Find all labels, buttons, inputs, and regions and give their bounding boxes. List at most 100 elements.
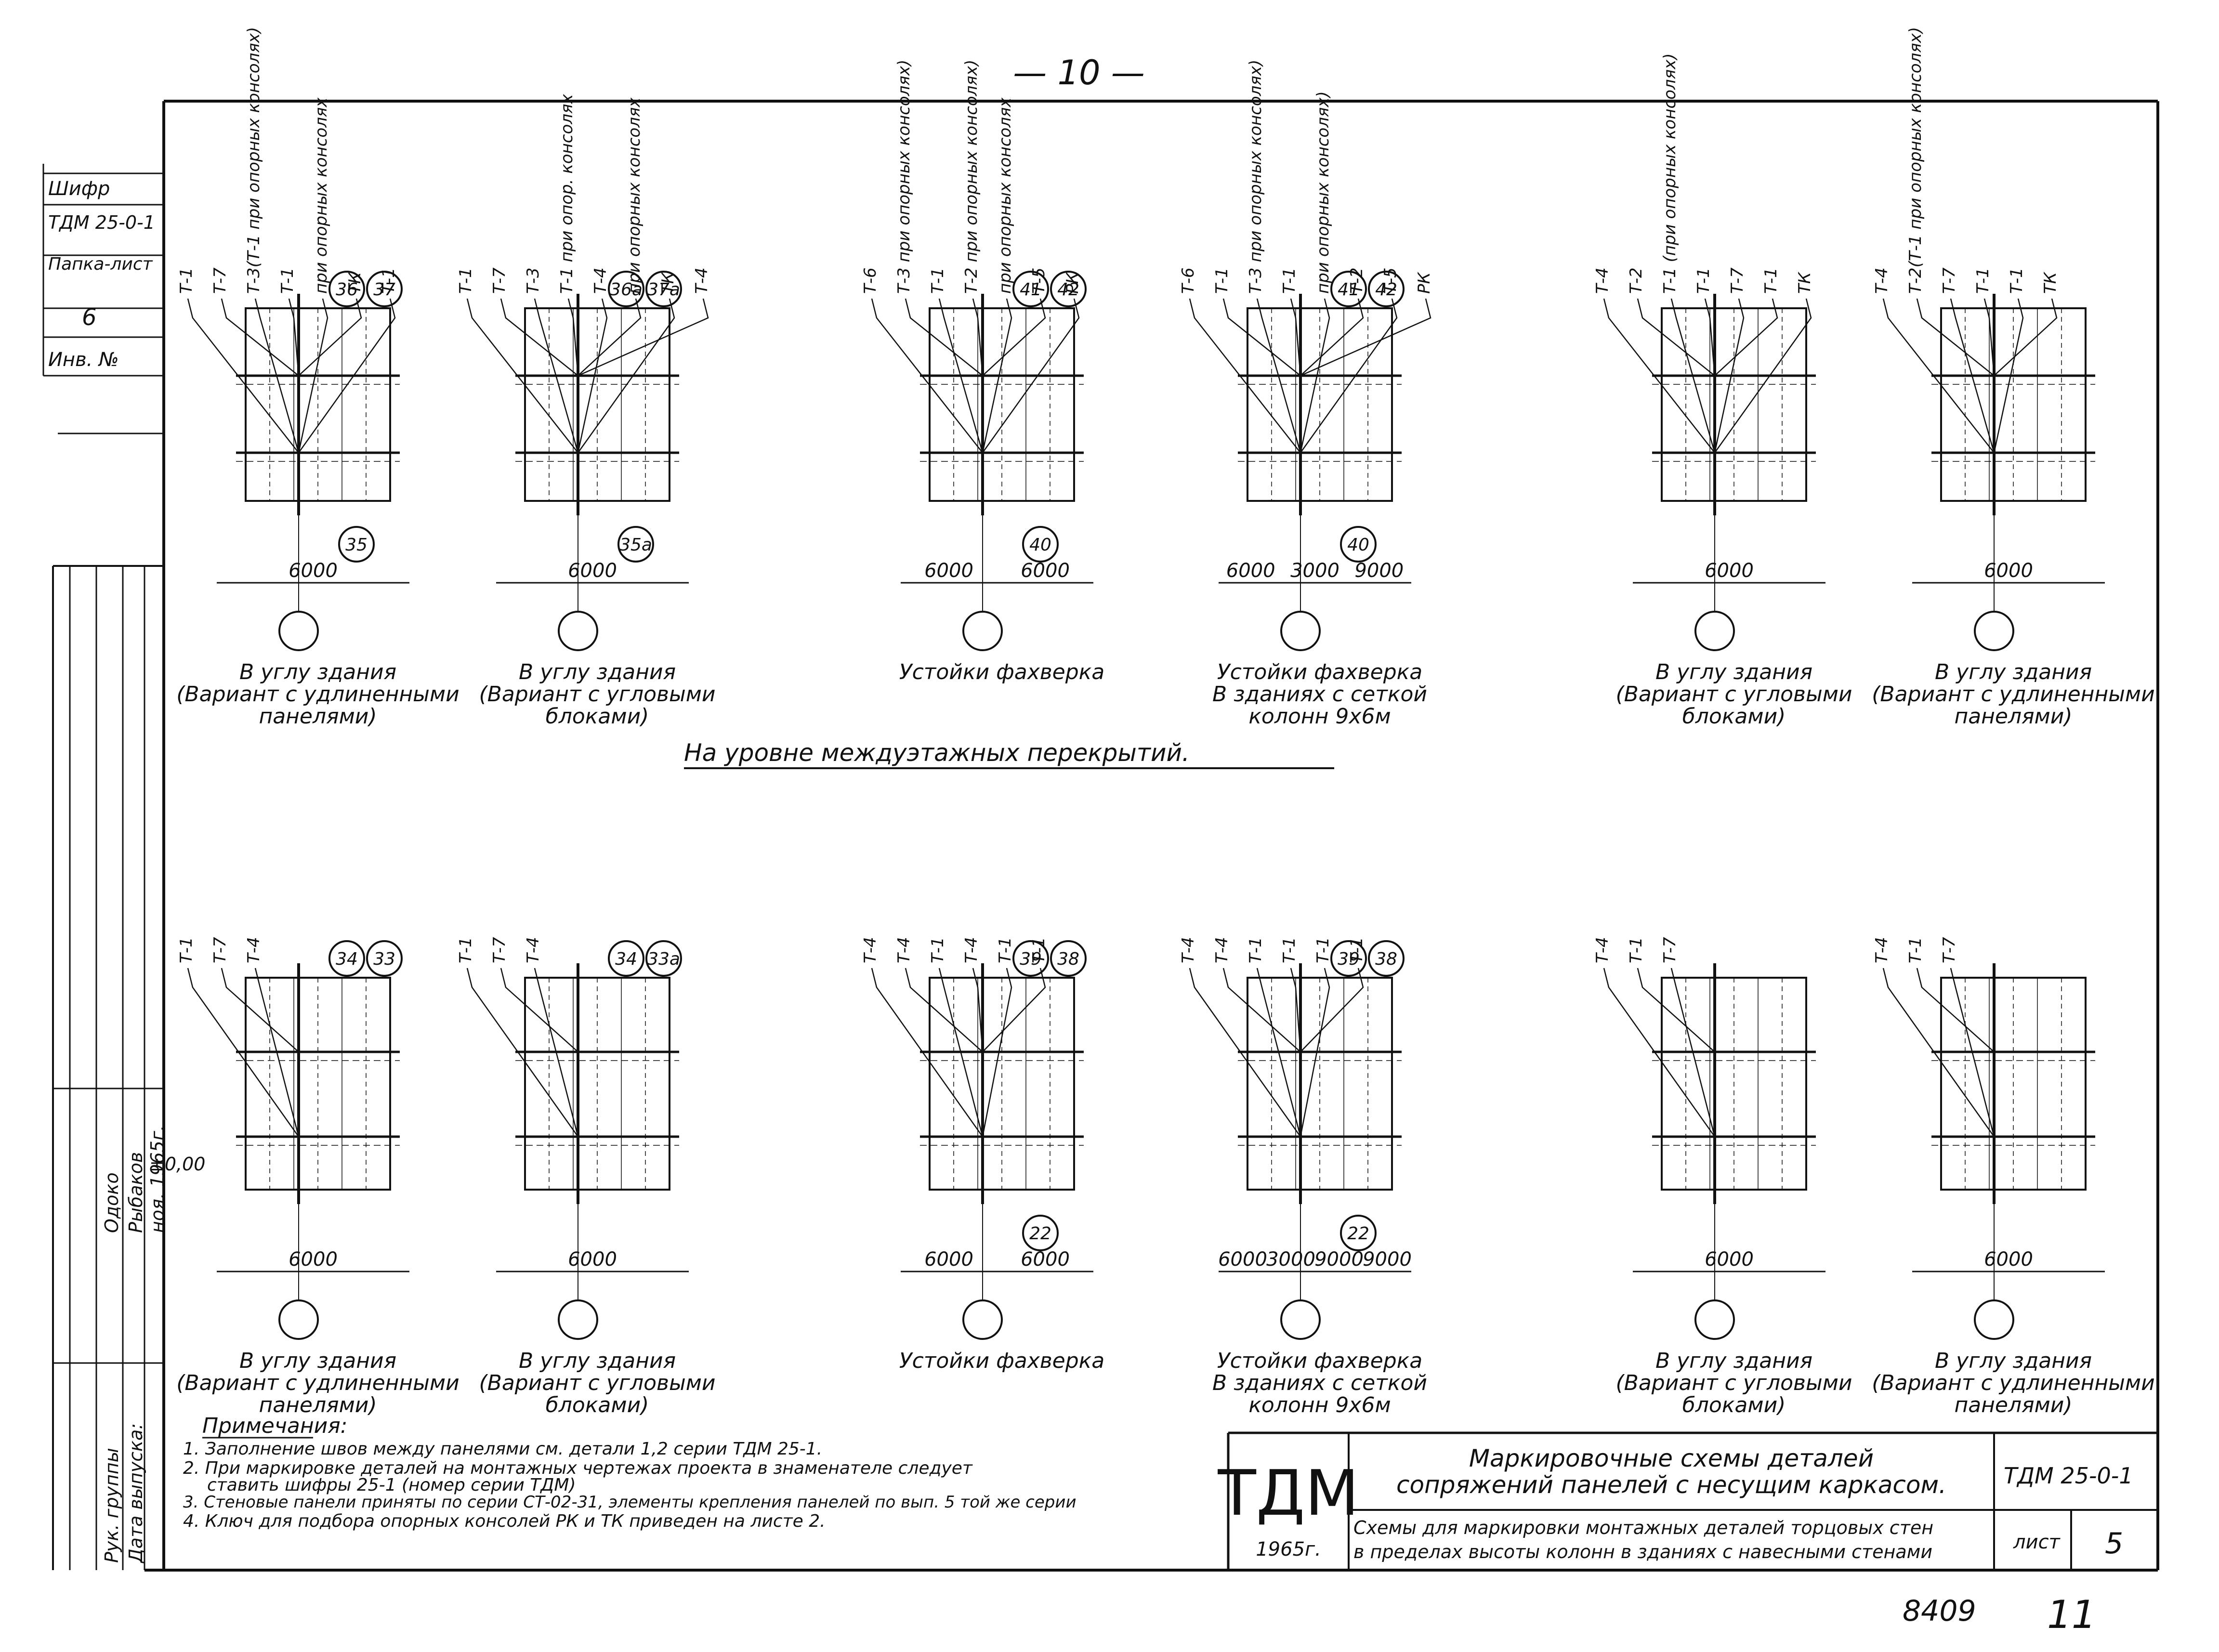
detail-caption: блоками)	[546, 704, 649, 729]
leader-line	[1882, 298, 1995, 453]
element-mark-label: Т-1	[1212, 267, 1232, 294]
top-details-row: Т-1 Т-7 Т-3(Т-1 при опорных консолях) Т-1 пр…	[176, 27, 2154, 729]
element-mark-label: Т-1	[177, 937, 196, 963]
leader-line	[298, 298, 328, 453]
leader-line	[187, 968, 300, 1137]
leader-line	[567, 298, 579, 376]
detail-caption: В зданиях с сеткой	[1212, 682, 1427, 707]
grid-axis-circle	[278, 1299, 319, 1340]
leader-line	[187, 298, 299, 453]
detail-caption: (Вариант с угловыми	[1615, 1371, 1852, 1395]
leader-line	[982, 968, 1012, 1137]
leader-line	[500, 968, 578, 1052]
leader-line	[1290, 968, 1301, 1052]
signature-name-2: Рыбаков	[125, 1152, 146, 1233]
leader-line	[1637, 968, 1715, 1052]
leader-line	[871, 968, 984, 1137]
title-block-subtitle-1: Схемы для маркировки монтажных деталей т…	[1353, 1517, 1933, 1538]
leader-line	[905, 298, 983, 376]
element-mark-label: Т-1 (при опорных консолях)	[1660, 53, 1680, 294]
grid-axis-circle	[962, 1299, 1003, 1340]
signature-strip: Рук. группы Дата выпуска: Одоко Рыбаков …	[101, 1125, 168, 1564]
leader-line	[1300, 298, 1330, 453]
grid-axis-circle	[1974, 611, 2014, 651]
element-mark-label: Т-7	[490, 937, 509, 963]
leader-line	[578, 298, 709, 377]
detail-ref-circle	[645, 271, 682, 307]
element-mark-label: Т-2 при опорных консолях)	[962, 60, 981, 294]
detail-caption: колонн 9х6м	[1248, 704, 1391, 729]
detail-ref-circle	[608, 271, 644, 307]
detail-caption: В углу здания	[1935, 1349, 2092, 1373]
archive-numbers: 8409 11	[1903, 1592, 2096, 1637]
element-mark-label: Т-3(Т-1 при опорных консолях)	[244, 27, 263, 294]
level-mark: ±0,00	[149, 1154, 205, 1175]
detail-ref-number: 36а	[610, 280, 643, 300]
element-mark-label: ТК	[345, 271, 365, 294]
detail-ref-number: 22	[1347, 1224, 1369, 1244]
detail-ref-number: 37	[373, 280, 395, 300]
detail-ref-number: 40	[1029, 535, 1051, 555]
dimension-value: 6000	[1984, 560, 2033, 582]
leader-line	[1882, 968, 1995, 1137]
element-mark-label: Т-1	[1313, 937, 1333, 963]
grid-axis-circle	[1280, 611, 1321, 651]
element-mark-label: Т-4	[1872, 937, 1891, 963]
detail-caption: В зданиях с сеткой	[1212, 1371, 1427, 1395]
detail-ref-circle	[328, 271, 365, 307]
detail-ref-circle	[1368, 940, 1405, 977]
detail-caption: Устойки фахверка	[1217, 1349, 1422, 1373]
detail-caption: блоками)	[546, 1393, 649, 1417]
leader-line	[578, 298, 642, 376]
dimension-value: 6000	[289, 560, 338, 582]
leader-line	[1603, 298, 1715, 453]
element-mark-label: Т-7	[1660, 937, 1680, 963]
dimension-value: 6000	[1226, 560, 1275, 582]
leader-line	[1714, 298, 1778, 376]
leader-line	[534, 968, 579, 1137]
element-mark-label: Т-4	[1179, 937, 1198, 963]
element-mark-label: Т-1	[2007, 267, 2026, 294]
stamp-inv-label: Инв. №	[48, 349, 119, 371]
detail-ref-number: 34	[336, 949, 358, 969]
detail-caption: Устойки фахверка	[899, 1349, 1104, 1373]
element-mark-label: Т-1	[1280, 267, 1299, 294]
detail-caption: блоками)	[1682, 1393, 1786, 1417]
leader-line	[534, 298, 579, 453]
detail-caption: В углу здания	[519, 1349, 676, 1373]
element-mark-label: при опорных консолях	[996, 97, 1015, 294]
detail-ref-number: 35	[345, 535, 368, 555]
detail-ref-circle	[1022, 1215, 1059, 1251]
element-mark-label: Т-7	[1728, 267, 1747, 294]
detail-caption: В углу здания	[239, 660, 396, 684]
dimension-value: 6000	[924, 1248, 973, 1271]
element-mark-label: Т-7	[210, 937, 230, 963]
title-block-title-1: Маркировочные схемы деталей	[1469, 1444, 1874, 1472]
element-mark-label: Т-6	[861, 267, 880, 294]
title-block-sheet-label: лист	[2013, 1531, 2061, 1553]
leader-line	[871, 298, 983, 453]
detail-caption: (Вариант с угловыми	[479, 682, 715, 707]
grid-axis-circle	[962, 611, 1003, 651]
detail-caption: панелями)	[259, 1393, 377, 1417]
grid-axis-circle	[278, 611, 319, 651]
leader-line	[1916, 298, 1995, 376]
dimension-value: 9000	[1354, 560, 1404, 582]
element-mark-label: Т-1	[1627, 937, 1646, 963]
note-item-1: 1. Заполнение швов между панелями см. де…	[183, 1439, 822, 1459]
dimension-value: 6000	[1705, 1248, 1754, 1271]
leader-line	[254, 968, 300, 1137]
leader-line	[1950, 968, 1995, 1137]
stamp-series-code: ТДМ 25-0-1	[48, 212, 155, 233]
element-mark-label: Т-4	[861, 937, 880, 963]
title-block-year: 1965г.	[1256, 1538, 1321, 1560]
detail-ref-number: 33а	[647, 949, 680, 969]
dimension-value: 6000	[1218, 1248, 1267, 1271]
leader-line	[1290, 298, 1301, 376]
leader-line	[1603, 968, 1716, 1137]
element-mark-label: Т-7	[1940, 937, 1959, 963]
leader-line	[938, 298, 984, 453]
archive-number-2: 11	[2047, 1592, 2096, 1637]
